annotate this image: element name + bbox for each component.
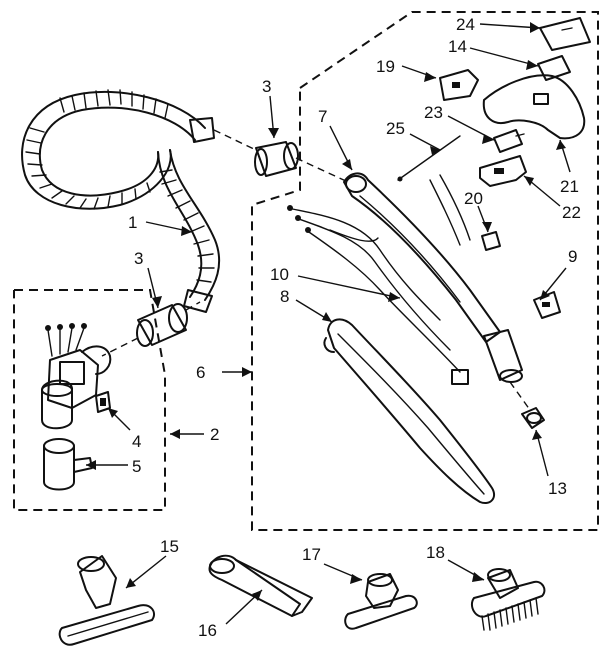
callout-7: 7 (318, 107, 327, 126)
leader-lines (86, 23, 571, 625)
swivel-connector-assembly (41, 323, 112, 430)
callout-5: 5 (132, 457, 141, 476)
grommet-part-13 (521, 407, 545, 429)
callout-22: 22 (562, 203, 581, 222)
plug-part-20 (481, 231, 501, 251)
handle-lower-part-8 (323, 318, 496, 504)
callout-21: 21 (560, 177, 579, 196)
callout-23: 23 (424, 103, 443, 122)
bracket-part-22 (479, 155, 527, 187)
callout-25: 25 (386, 119, 405, 138)
crevice-tool-part-16 (208, 554, 313, 617)
callout-17: 17 (302, 545, 321, 564)
spring-part-25 (397, 135, 461, 182)
callout-19: 19 (376, 57, 395, 76)
hose-cuff-upper (254, 141, 299, 177)
callout-16: 16 (198, 621, 217, 640)
cylinder-part-5 (43, 438, 93, 491)
callout-10: 10 (270, 265, 289, 284)
callout-20: 20 (464, 189, 483, 208)
callout-18: 18 (426, 543, 445, 562)
callout-3-upper: 3 (262, 77, 271, 96)
coiled-hose (21, 89, 221, 313)
label-part-24 (539, 17, 591, 51)
callout-1: 1 (128, 213, 137, 232)
cover-part-21 (482, 74, 586, 140)
callout-14: 14 (448, 37, 467, 56)
callout-8: 8 (280, 287, 289, 306)
clip-part-4 (95, 391, 111, 413)
callout-3-lower: 3 (134, 249, 143, 268)
callout-4: 4 (132, 432, 141, 451)
pin-part-23 (493, 129, 525, 153)
switch-part-19 (439, 69, 479, 101)
callout-13: 13 (548, 479, 567, 498)
dusting-brush-part-18 (470, 568, 546, 631)
callout-6: 6 (196, 363, 205, 382)
callout-9: 9 (568, 247, 577, 266)
floor-tool-part-15 (58, 555, 156, 646)
leader-arrowheads (86, 22, 566, 601)
group-box-2 (13, 289, 166, 511)
hose-cuff-lower (136, 303, 188, 347)
group-box-6 (251, 11, 599, 531)
upholstery-tool-part-17 (344, 573, 418, 630)
handle-upper-part-7 (343, 172, 523, 383)
callout-2: 2 (210, 425, 219, 444)
callout-15: 15 (160, 537, 179, 556)
callout-24: 24 (456, 15, 475, 34)
wiring-harness-part-10 (287, 174, 471, 385)
